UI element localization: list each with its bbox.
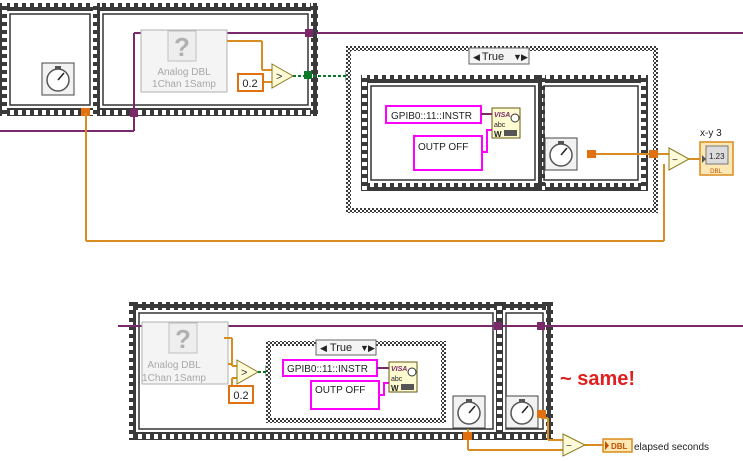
- svg-text:W: W: [494, 130, 502, 139]
- visa-resource-constant: GPIB0::11::INSTR: [282, 359, 378, 377]
- tunnel: [649, 150, 658, 158]
- tunnel: [537, 322, 545, 330]
- analog-block-line1: Analog DBL: [147, 360, 201, 371]
- daqmx-read-analog-block: ? Analog DBL 1Chan 1Samp: [140, 29, 228, 93]
- svg-text:>: >: [276, 71, 282, 83]
- visa-write-icon: VISA abc W: [388, 361, 418, 393]
- case-right-arrow-icon: ▶: [521, 52, 528, 62]
- svg-text:−: −: [566, 441, 572, 452]
- subtract-node: −: [562, 433, 587, 457]
- tunnel: [463, 432, 472, 440]
- tick-count-timer-icon: [452, 395, 486, 429]
- tick-count-timer-icon: [505, 395, 539, 429]
- svg-text:abc: abc: [391, 376, 403, 383]
- constant-value: 0.2: [242, 78, 257, 90]
- tunnel: [305, 29, 313, 37]
- elapsed-seconds-indicator: DBL elapsed seconds: [602, 438, 709, 453]
- command-string-constant: OUTP OFF: [413, 135, 483, 171]
- analog-block-line2: 1Chan 1Samp: [152, 79, 216, 90]
- svg-text:abc: abc: [494, 122, 506, 129]
- analog-block-line1: Analog DBL: [157, 67, 211, 78]
- case-right-arrow-icon: ▶: [368, 343, 375, 353]
- tunnel: [130, 109, 138, 117]
- case-label: True: [482, 51, 504, 63]
- question-mark-icon: ?: [175, 324, 191, 354]
- greater-than-node: >: [236, 359, 260, 385]
- case-dropdown-icon: ▼: [513, 52, 522, 62]
- constant-0-2-bottom: 0.2: [228, 385, 254, 404]
- tunnel: [81, 108, 90, 116]
- command-string-text: OUTP OFF: [315, 385, 365, 396]
- svg-text:−: −: [672, 155, 678, 166]
- same-note: ~ same!: [560, 368, 635, 390]
- tick-count-timer-icon: [544, 137, 578, 171]
- command-string-text: OUTP OFF: [418, 142, 468, 153]
- analog-block-line2: 1Chan 1Samp: [142, 373, 206, 384]
- command-string-constant: OUTP OFF: [310, 380, 380, 410]
- constant-value: 0.2: [233, 390, 248, 402]
- case-left-arrow-icon: ◀: [473, 52, 480, 62]
- elapsed-type: DBL: [611, 442, 628, 451]
- elapsed-label: elapsed seconds: [634, 442, 709, 453]
- command-wire: [482, 129, 492, 153]
- svg-text:VISA: VISA: [391, 366, 407, 373]
- svg-text:>: >: [241, 367, 247, 379]
- case-left-arrow-icon: ◀: [320, 343, 327, 353]
- visa-resource-text: GPIB0::11::INSTR: [391, 111, 472, 122]
- visa-resource-constant: GPIB0::11::INSTR: [385, 105, 482, 124]
- case-label: True: [330, 342, 352, 354]
- indicator-label: x-y 3: [700, 128, 722, 139]
- constant-0-2-top: 0.2: [237, 73, 264, 92]
- tunnel: [537, 410, 546, 418]
- indicator-value: 1.23: [709, 152, 725, 161]
- svg-text:W: W: [391, 384, 399, 393]
- daqmx-read-analog-block: ? Analog DBL 1Chan 1Samp: [141, 321, 229, 385]
- visa-resource-text: GPIB0::11::INSTR: [287, 364, 368, 375]
- command-wire: [379, 382, 389, 396]
- tunnel: [494, 322, 502, 330]
- svg-text:VISA: VISA: [494, 112, 510, 119]
- indicator-type: DBL: [710, 169, 722, 175]
- tick-count-timer-icon: [41, 62, 75, 96]
- question-mark-icon: ?: [174, 32, 190, 62]
- x-y-3-indicator: x-y 3 1.23 DBL: [699, 128, 734, 176]
- case-dropdown-icon: ▼: [360, 343, 369, 353]
- visa-write-icon: VISA abc W: [491, 107, 521, 139]
- greater-than-node: >: [271, 63, 295, 89]
- subtract-node: −: [668, 147, 691, 171]
- tunnel: [587, 150, 596, 158]
